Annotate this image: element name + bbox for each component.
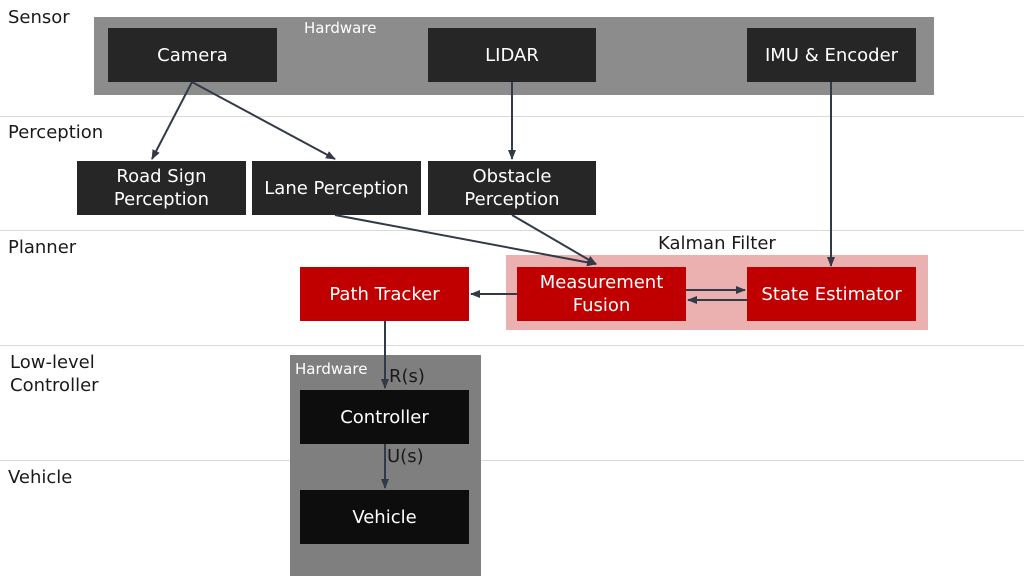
lane-label-planner: Planner: [8, 237, 77, 258]
arrow-lane-to-fusion: [334, 214, 597, 267]
state-estimator-node[interactable]: State Estimator: [747, 267, 916, 321]
vehicle-node[interactable]: Vehicle: [300, 490, 469, 544]
road-sign-perception-node[interactable]: Road Sign Perception: [77, 161, 246, 215]
arrow-obstacle-to-fusion: [511, 214, 597, 265]
controller-hardware-label: Hardware: [295, 360, 368, 378]
imu-encoder-node[interactable]: IMU & Encoder: [747, 28, 916, 82]
control-signal-label: U(s): [387, 446, 424, 467]
reference-signal-label: R(s): [389, 366, 425, 387]
sensor-hardware-label: Hardware: [304, 19, 377, 37]
camera-node[interactable]: Camera: [108, 28, 277, 82]
controller-node[interactable]: Controller: [300, 390, 469, 444]
lane-divider: [0, 230, 1024, 231]
lane-label-perception: Perception: [8, 122, 104, 143]
kalman-filter-label: Kalman Filter: [658, 233, 776, 254]
lane-label-low-level-controller: Low-level Controller: [10, 352, 99, 396]
measurement-fusion-node[interactable]: Measurement Fusion: [517, 267, 686, 321]
path-tracker-node[interactable]: Path Tracker: [300, 267, 469, 321]
lane-perception-node[interactable]: Lane Perception: [252, 161, 421, 215]
arrow-camera-to-lane-perception: [191, 81, 336, 160]
lidar-node[interactable]: LIDAR: [428, 28, 596, 82]
lane-label-sensor: Sensor: [8, 7, 70, 28]
lane-label-vehicle: Vehicle: [8, 467, 73, 488]
obstacle-perception-node[interactable]: Obstacle Perception: [428, 161, 596, 215]
lane-divider: [0, 345, 1024, 346]
lane-divider: [0, 460, 1024, 461]
arrow-camera-to-road-sign: [151, 81, 193, 160]
